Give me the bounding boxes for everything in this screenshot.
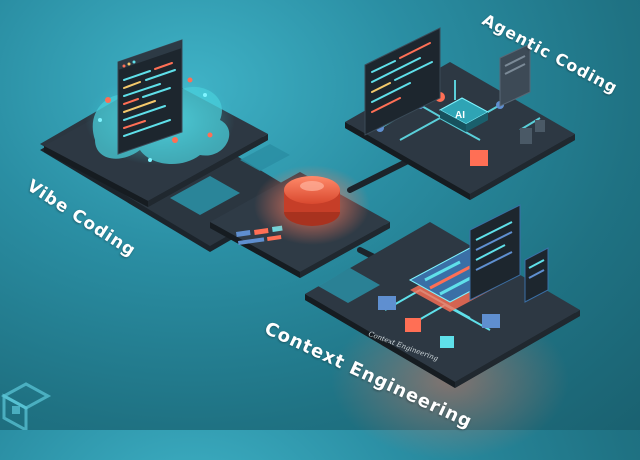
- logo-mark-icon: [0, 382, 52, 430]
- context-side-panel: [469, 204, 549, 303]
- central-button: [254, 165, 370, 245]
- ai-chip-label: AI: [455, 110, 465, 121]
- agentic-code-window: [364, 27, 441, 136]
- code-window-icon: [117, 39, 183, 155]
- isometric-illustration: AI: [40, 27, 580, 388]
- ai-chip-icon: [438, 97, 490, 132]
- server-icon: [499, 43, 531, 107]
